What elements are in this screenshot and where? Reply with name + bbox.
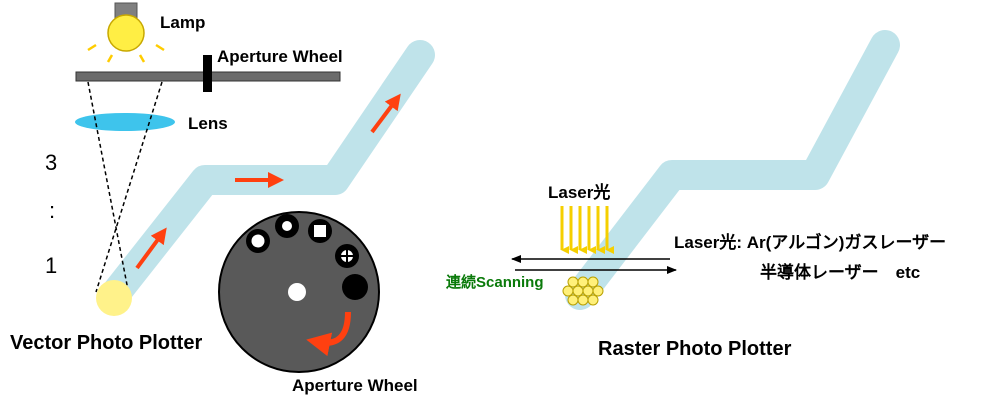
laser-types-line1: Laser光: Ar(アルゴン)ガスレーザー <box>674 233 947 252</box>
vector-plotter-title: Vector Photo Plotter <box>10 332 203 354</box>
cone-line-right <box>95 81 163 293</box>
motion-arrow-1 <box>135 227 167 270</box>
laser-spot-cluster <box>562 276 604 306</box>
scan-path-band <box>565 30 900 310</box>
lens-icon <box>75 113 175 131</box>
laser-beam-icon <box>560 206 614 254</box>
rotation-arrow-icon <box>306 311 351 357</box>
exposure-spot <box>96 280 132 316</box>
aperture-hole-5 <box>342 274 368 300</box>
laser-types-line2: 半導体レーザー etc <box>760 263 921 282</box>
lamp-label: Lamp <box>160 13 206 32</box>
aperture-wheel-top-label: Aperture Wheel <box>217 47 343 66</box>
aperture-center-hole <box>288 283 306 301</box>
raster-plotter-title: Raster Photo Plotter <box>598 338 792 360</box>
cone-line-left <box>87 81 129 291</box>
ratio-numerator: 3 <box>45 150 58 175</box>
ratio-separator: : <box>49 198 56 223</box>
laser-label: Laser光 <box>548 183 611 202</box>
lamp-icon <box>87 2 165 63</box>
motion-arrow-3 <box>370 93 401 134</box>
continuous-scanning-label: 連続Scanning <box>446 274 544 291</box>
aperture-wheel <box>218 211 380 373</box>
aperture-wheel-slot <box>203 55 212 92</box>
lens-label: Lens <box>188 114 228 133</box>
aperture-wheel-bottom-label: Aperture Wheel <box>292 376 418 395</box>
ratio-denominator: 1 <box>45 253 58 278</box>
